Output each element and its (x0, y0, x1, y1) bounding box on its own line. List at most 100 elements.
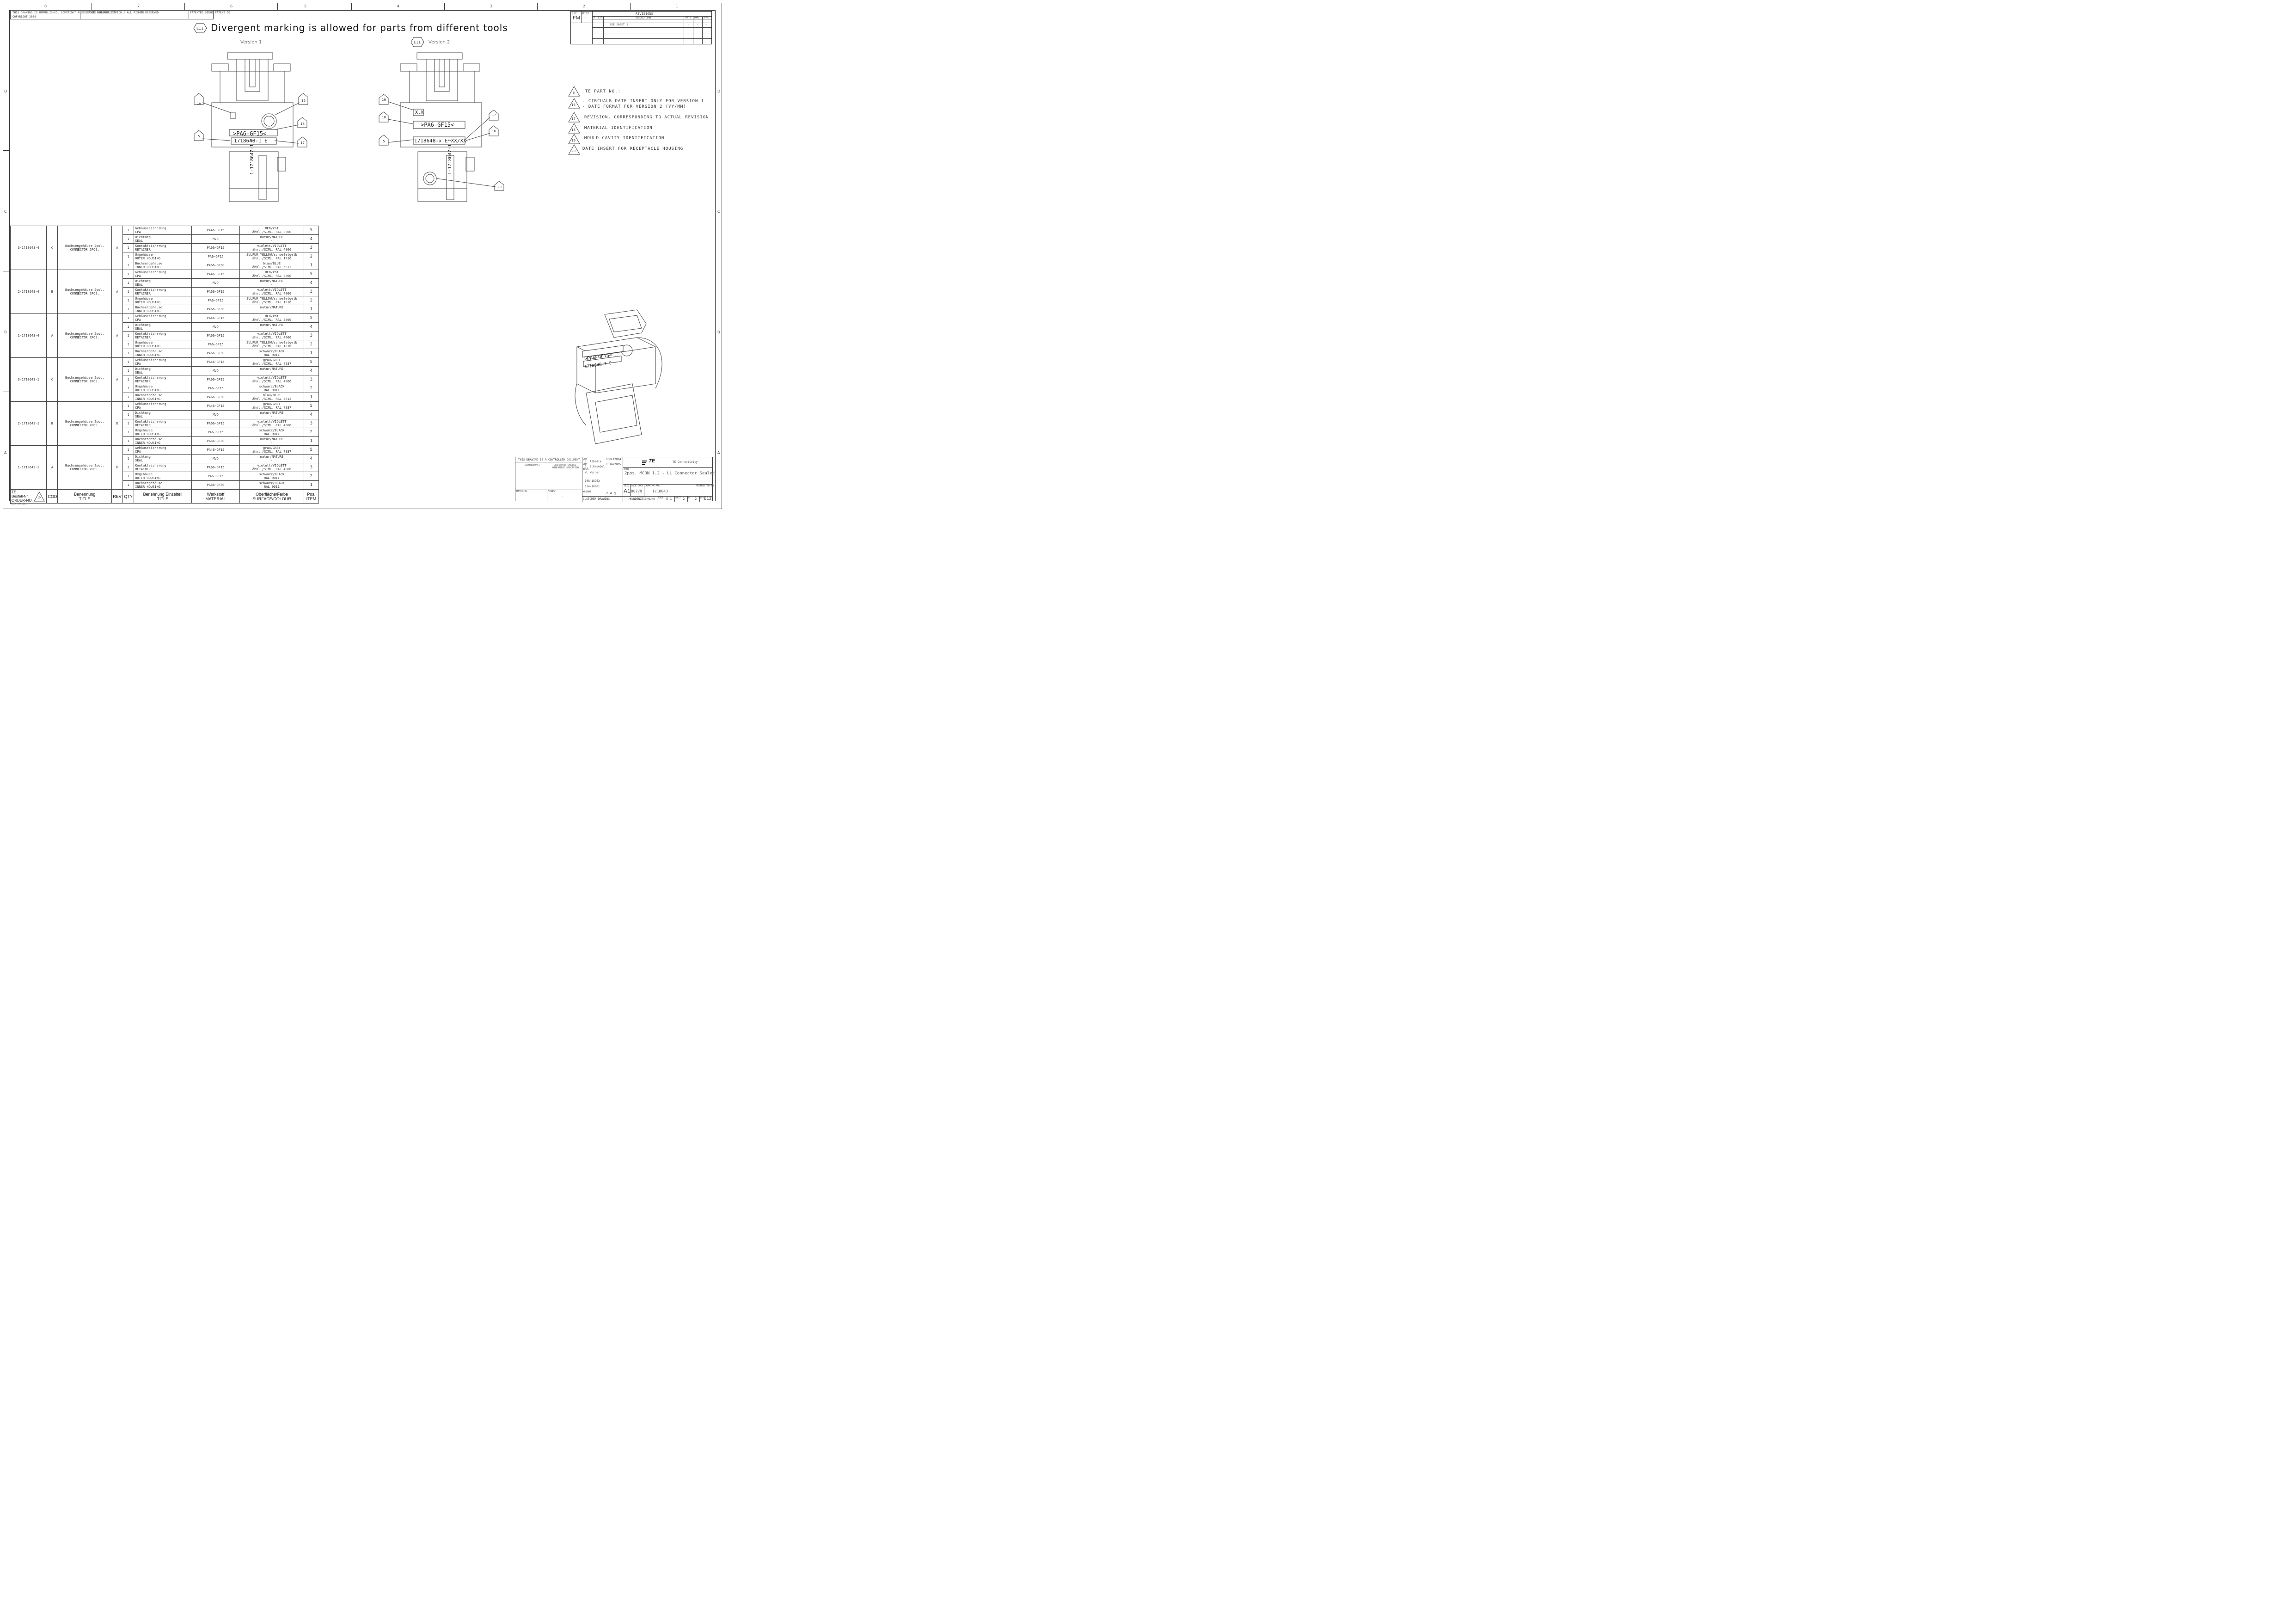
dist-value: - (585, 16, 587, 19)
zone-label: D (4, 89, 7, 93)
position-number: 4 (303, 410, 319, 419)
callout-16: 16 (301, 99, 306, 103)
revisions-block: LOC FM DIST - REVISIONS P LTR DESCRIPTIO… (570, 11, 712, 44)
position-number: 3 (303, 419, 319, 428)
rev-value: E12 (704, 497, 712, 501)
marking-tag: E11 (196, 26, 204, 31)
material-value: PA6-GF15 (191, 252, 240, 261)
rev-value: E (111, 401, 123, 446)
position-number: 5 (303, 357, 319, 367)
qty-value: 1 (122, 393, 135, 402)
restricted-value: - (702, 491, 704, 494)
copyright-year: COPYRIGHT 2004 (12, 15, 36, 18)
callout-18: 18 (300, 122, 305, 126)
revisions-title: REVISIONS (636, 12, 653, 16)
cod-header: COD (46, 489, 58, 504)
zone-label: D (717, 89, 721, 93)
position-number: 5 (303, 270, 319, 279)
of-value: 2 (695, 497, 697, 501)
position-number: 5 (303, 313, 319, 323)
cod-value: C (46, 357, 58, 402)
part-mark-v1: 1718648-1 E (234, 138, 268, 144)
zone-label: 4 (397, 4, 400, 8)
callout-16-v2: 16 (492, 129, 496, 133)
qty-value: 1 (122, 454, 135, 463)
position-number: 1 (303, 393, 319, 402)
drawing-frame (3, 3, 722, 509)
size-label: SIZE (624, 485, 630, 487)
sheet-label: SHEET (675, 497, 681, 499)
qty-value: 1 (122, 349, 135, 358)
qty-value: 1 (122, 463, 135, 472)
surface-colour: natur/NATURE- (239, 454, 304, 463)
material-value: PA66-GF30 (191, 261, 240, 270)
order-number: 2-1718643-4 (10, 270, 47, 314)
weight-value: 2.4 g (606, 492, 616, 495)
apvd-name: W. Werner (585, 471, 600, 474)
position-number: 4 (303, 454, 319, 463)
zone-label: 3 (490, 4, 493, 8)
qty-value: 1 (122, 436, 135, 446)
position-number: 5 (303, 226, 319, 235)
sheet-value: 2 (683, 497, 685, 501)
callout-5: 5 (198, 135, 200, 138)
zone-label: 7 (137, 4, 140, 8)
material-value: PA66-GF15 (191, 419, 240, 428)
zone-label: A (717, 451, 720, 455)
surface-colour: natur/NATURE- (239, 278, 304, 288)
application-spec: 114-18001 (585, 485, 600, 488)
assembly-title: Buchsengehäuse 2pol.CONNECTOR 2POS. (57, 226, 112, 270)
name-label: NAME (624, 468, 630, 471)
material-value: PA66-GF15 (191, 287, 240, 296)
material-mark-v1: >PA6-GF15< (233, 130, 267, 137)
cage-value: 00779 (631, 489, 643, 493)
cod-value: B (46, 270, 58, 314)
rev-value: E (111, 445, 123, 490)
order-number: 1-1718643-1 (10, 445, 47, 490)
position-number: 1 (303, 436, 319, 446)
qty-value: 1 (122, 278, 135, 288)
dwn-date: 06OCT2004 (606, 458, 621, 461)
connector-view-version-1 (211, 52, 294, 202)
callout-18-v2: 18 (382, 116, 386, 119)
title-block: THIS DRAWING IS A CONTROLLED DOCUMENT. D… (515, 457, 715, 502)
callout-5-v2: 5 (383, 140, 385, 143)
qty-header: QTY (122, 489, 135, 504)
position-number: 3 (303, 463, 319, 472)
material-value: MVQ (191, 454, 240, 463)
zone-label: 5 (304, 4, 307, 8)
qty-value: 1 (122, 445, 135, 455)
qty-value: 1 (122, 243, 135, 252)
rev-label: REV (700, 497, 704, 499)
position-number: 2 (303, 472, 319, 481)
kundenzeichnung: /KUNDENZEICHNUNG (628, 498, 655, 501)
